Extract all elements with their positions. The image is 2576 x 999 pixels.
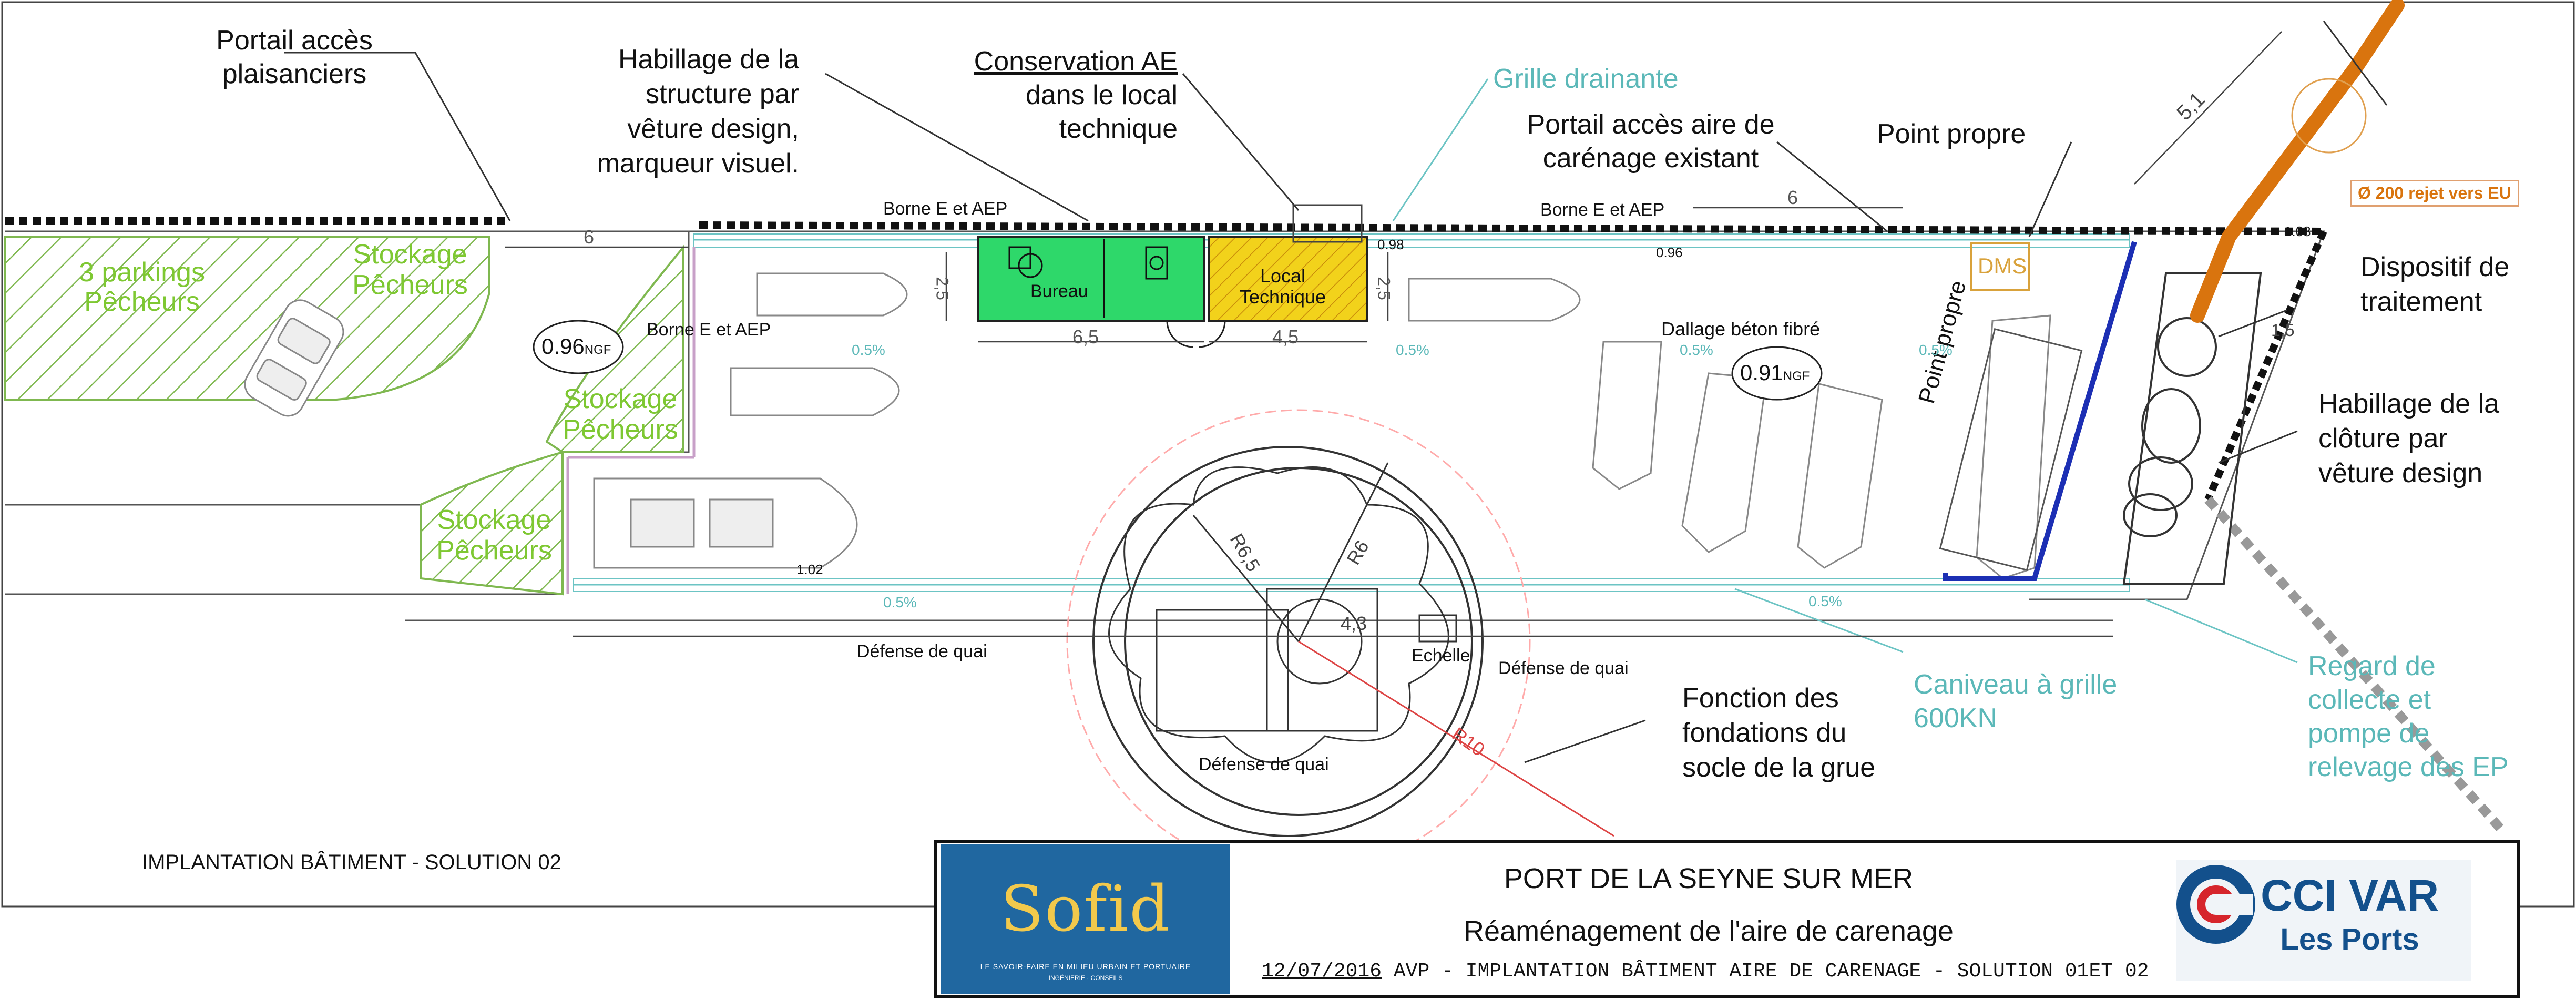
treatment-device: [2122, 272, 2262, 585]
local-technique-room: [1208, 236, 1368, 322]
fence-diagonal: [2204, 230, 2327, 501]
zone-parkings: 3 parkings Pêcheurs: [79, 257, 205, 317]
callout-habillage-structure: Habillage de la structure par vêture des…: [597, 44, 799, 179]
dim-r6: R6: [1342, 536, 1373, 568]
slope-label-4: 0.5%: [1919, 342, 1953, 358]
ngf-label-1: 0.96NGF: [541, 334, 611, 359]
echelle-label: Echelle: [1412, 646, 1470, 666]
slope-label-2: 0.5%: [1396, 342, 1429, 358]
borne-label-3: Borne E et AEP: [1540, 200, 1665, 220]
dimension-lines: [505, 31, 2282, 637]
dim-r10: R10: [1448, 722, 1489, 761]
sheet-line: 12/07/2016 AVP - IMPLANTATION BÂTIMENT A…: [1262, 960, 2149, 983]
callout-grille-drainante: Grille drainante: [1493, 64, 1679, 94]
dim-4-5: 4,5: [1272, 326, 1299, 348]
zone-dms: DMS: [1978, 253, 2027, 278]
defense-label-1: Défense de quai: [857, 641, 987, 661]
fence-grey-dash: [2204, 496, 2506, 834]
slope-label-6: 0.5%: [1808, 593, 1842, 609]
dim-6-right: 6: [1787, 187, 1798, 208]
slope-label-3: 0.5%: [1680, 342, 1713, 358]
dim-6-left: 6: [584, 226, 595, 248]
parking-hatch-zone: [4, 236, 490, 401]
carenage-area: [566, 233, 2130, 594]
plan-title: IMPLANTATION BÂTIMENT - SOLUTION 02: [142, 851, 561, 874]
zone-stockage-2: Stockage Pêcheurs: [563, 384, 678, 445]
callout-regard: Regard de collecte et pompe de relevage …: [2308, 651, 2509, 782]
leader-lines: [284, 21, 2388, 763]
callout-fondations: Fonction des fondations du socle de la g…: [1682, 683, 1876, 783]
callout-caniveau: Caniveau à grille 600KN: [1914, 669, 2118, 733]
dim-5-1: 5,1: [2172, 87, 2210, 125]
stockage-hatch-zone-2: [420, 451, 564, 596]
local-technique-canopy: [1292, 204, 1363, 243]
borne-label-1: Borne E et AEP: [883, 199, 1008, 219]
level-102: 1.02: [796, 562, 823, 577]
project-name: PORT DE LA SEYNE SUR MER: [1504, 863, 1914, 894]
slope-label-5: 0.5%: [883, 594, 917, 610]
callout-point-propre: Point propre: [1877, 119, 2026, 149]
borne-label-2: Borne E et AEP: [647, 320, 771, 340]
slope-label-1: 0.5%: [852, 342, 885, 358]
project-subject: Réaménagement de l'aire de carenage: [1464, 915, 1954, 947]
crane-foundation: [1066, 409, 1614, 874]
dim-r6-5: R6,5: [1225, 529, 1265, 575]
level-098: 0.98: [1377, 237, 1404, 252]
callout-portail-plaisanciers: Portail accès plaisanciers: [216, 25, 373, 89]
dim-4-3: 4,3: [1341, 613, 1367, 634]
point-propre-area: [1939, 328, 2083, 571]
sofid-logo-bg: [941, 844, 1230, 994]
dim-2-5-right: 2,5: [1374, 277, 1394, 300]
car-icon: [244, 299, 344, 417]
callout-portail-carenage: Portail accès aire de carénage existant: [1527, 109, 1775, 174]
dms-box: [1970, 242, 2030, 291]
zone-bureau: Bureau: [1030, 281, 1088, 301]
callout-rejet: Ø 200 rejet vers EU: [2350, 180, 2519, 207]
ngf-label-2: 0.91NGF: [1740, 360, 1810, 385]
zone-stockage-1: Stockage Pêcheurs: [352, 239, 468, 300]
zone-stockage-3: Stockage Pêcheurs: [436, 505, 552, 566]
defense-label-3: Défense de quai: [1199, 755, 1329, 774]
callout-conservation-ae: Conservation AE dans le local technique: [974, 46, 1178, 144]
dim-6-5: 6,5: [1072, 326, 1099, 348]
dim-1-5: 1,5: [2271, 321, 2295, 340]
cci-logo: CCI VAR Les Ports: [2261, 871, 2439, 956]
callout-dispositif: Dispositif de traitement: [2360, 252, 2510, 317]
level-108: 1.08: [2284, 223, 2311, 239]
ngf-marker-1: [533, 320, 624, 374]
door-arcs: [1166, 320, 1226, 348]
fence-main: [699, 221, 2324, 235]
defense-label-2: Défense de quai: [1498, 658, 1629, 678]
zone-dallage: Dallage béton fibré: [1661, 318, 1821, 340]
zone-local-technique: Local Technique: [1239, 265, 1326, 308]
rejet-pipe: [2190, 0, 2405, 323]
dim-2-5-left: 2,5: [933, 277, 952, 300]
bureau-furniture: [1008, 239, 1168, 318]
callout-habillage-cloture: Habillage de la clôture par vêture desig…: [2318, 389, 2500, 488]
boat-icon: [593, 272, 2051, 579]
sofid-logo: Sofid LE SAVOIR-FAIRE EN MILIEU URBAIN E…: [980, 873, 1191, 982]
level-096: 0.96: [1656, 244, 1683, 260]
ngf-marker-2: [1731, 346, 1823, 401]
